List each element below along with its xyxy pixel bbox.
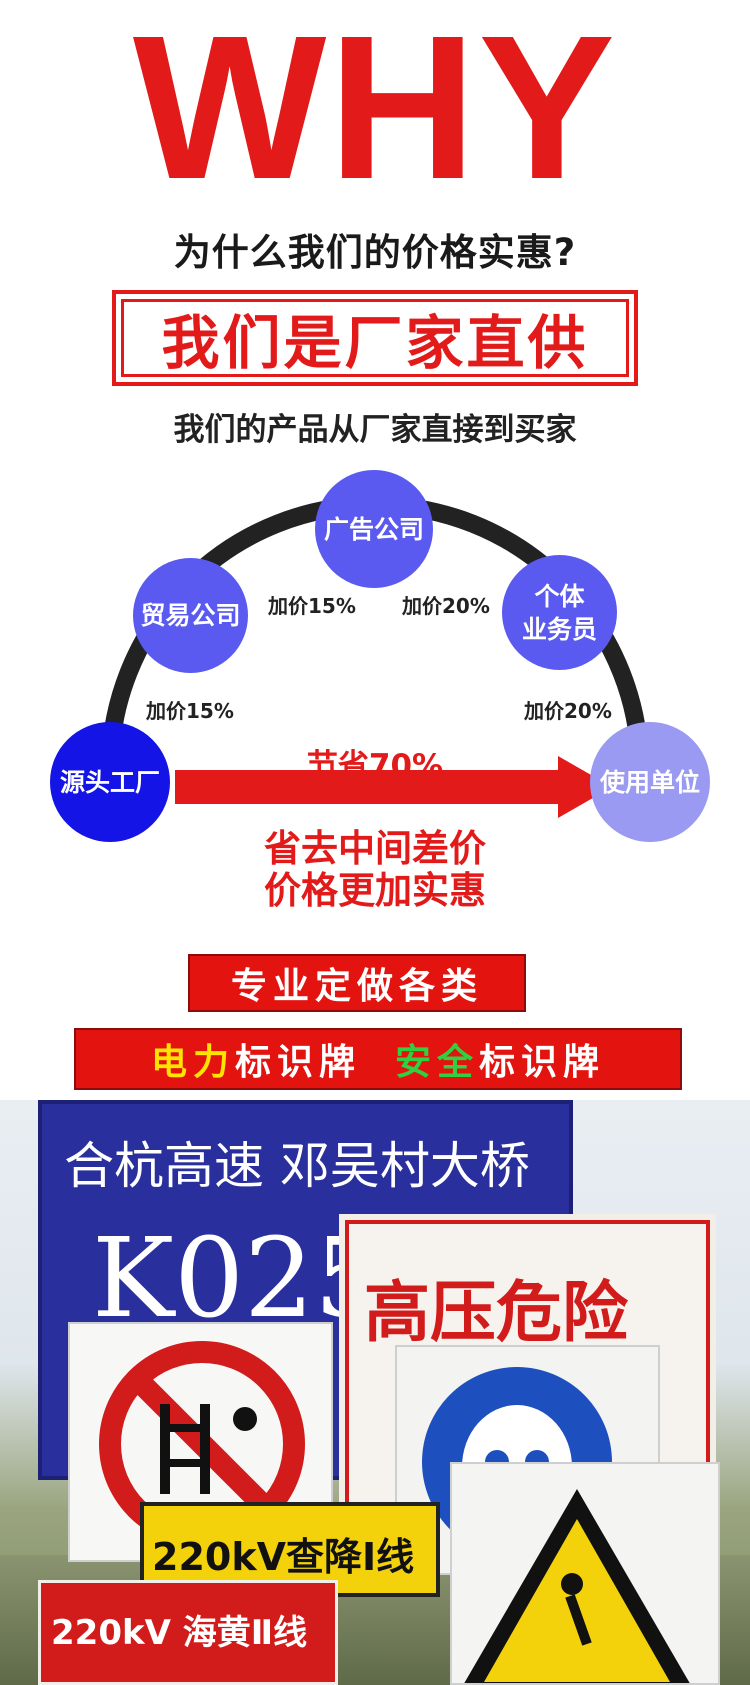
slogan-line-2: 价格更加实惠 — [264, 869, 486, 912]
power-word: 电力 — [150, 1041, 235, 1083]
node-ad-company: 广告公司 — [315, 470, 433, 588]
price-question: 为什么我们的价格实惠? — [173, 231, 577, 274]
node-individual-agent-label: 个体 业务员 — [522, 580, 597, 646]
savings-arrow-shaft — [175, 770, 560, 804]
node-individual-line2: 业务员 — [521, 614, 597, 644]
node-source-factory-label: 源头工厂 — [59, 767, 160, 797]
node-trading-company: 贸易公司 — [133, 558, 248, 673]
node-end-user: 使用单位 — [590, 722, 710, 842]
factory-direct-title: 我们是厂家直供 — [121, 299, 629, 377]
node-end-user-label: 使用单位 — [599, 767, 700, 797]
factory-direct-box: 我们是厂家直供 — [112, 290, 638, 386]
markup-label-left-low: 加价15% — [146, 699, 234, 723]
savings-label: 节省70% — [306, 748, 444, 784]
danger-sign-text: 高压危险 — [364, 1274, 628, 1351]
savings-arrow-head — [558, 756, 612, 818]
bridge-sign-line1: 合杭高速 邓吴村大桥 — [64, 1137, 530, 1195]
node-trading-company-label: 贸易公司 — [140, 601, 241, 630]
slogan-line-1: 省去中间差价 — [264, 827, 486, 870]
markup-label-right-high: 加价20% — [402, 594, 490, 618]
product-photo: 合杭高速 邓吴村大桥 K025+ 高压危险 — [0, 1100, 750, 1685]
safety-word: 安全 — [395, 1041, 480, 1083]
direct-to-buyer-subtitle: 我们的产品从厂家直接到买家 — [173, 412, 577, 448]
node-source-factory: 源头工厂 — [50, 722, 170, 842]
slip-warning-icon — [464, 1489, 690, 1683]
node-individual-line1: 个体 — [534, 581, 585, 611]
slip-warning-sign — [450, 1462, 720, 1685]
sign-types-banner: 电力 标识牌 安全 标识牌 — [74, 1028, 682, 1090]
markup-label-left-high: 加价15% — [268, 594, 356, 618]
line-plate-red: 220kV 海黄Ⅱ线 — [38, 1580, 338, 1685]
custom-made-banner: 专业定做各类 — [188, 954, 526, 1012]
why-headline: WHY — [132, 0, 618, 222]
sign-word-2: 标识牌 — [479, 1041, 606, 1083]
node-ad-company-label: 广告公司 — [323, 514, 424, 544]
red-plate-text: 220kV 海黄Ⅱ线 — [51, 1613, 308, 1653]
node-individual-agent: 个体 业务员 — [502, 555, 617, 670]
yellow-plate-text: 220kV查降Ⅰ线 — [152, 1535, 415, 1579]
sign-word-1: 标识牌 — [234, 1041, 361, 1083]
markup-label-right-low: 加价20% — [524, 699, 612, 723]
